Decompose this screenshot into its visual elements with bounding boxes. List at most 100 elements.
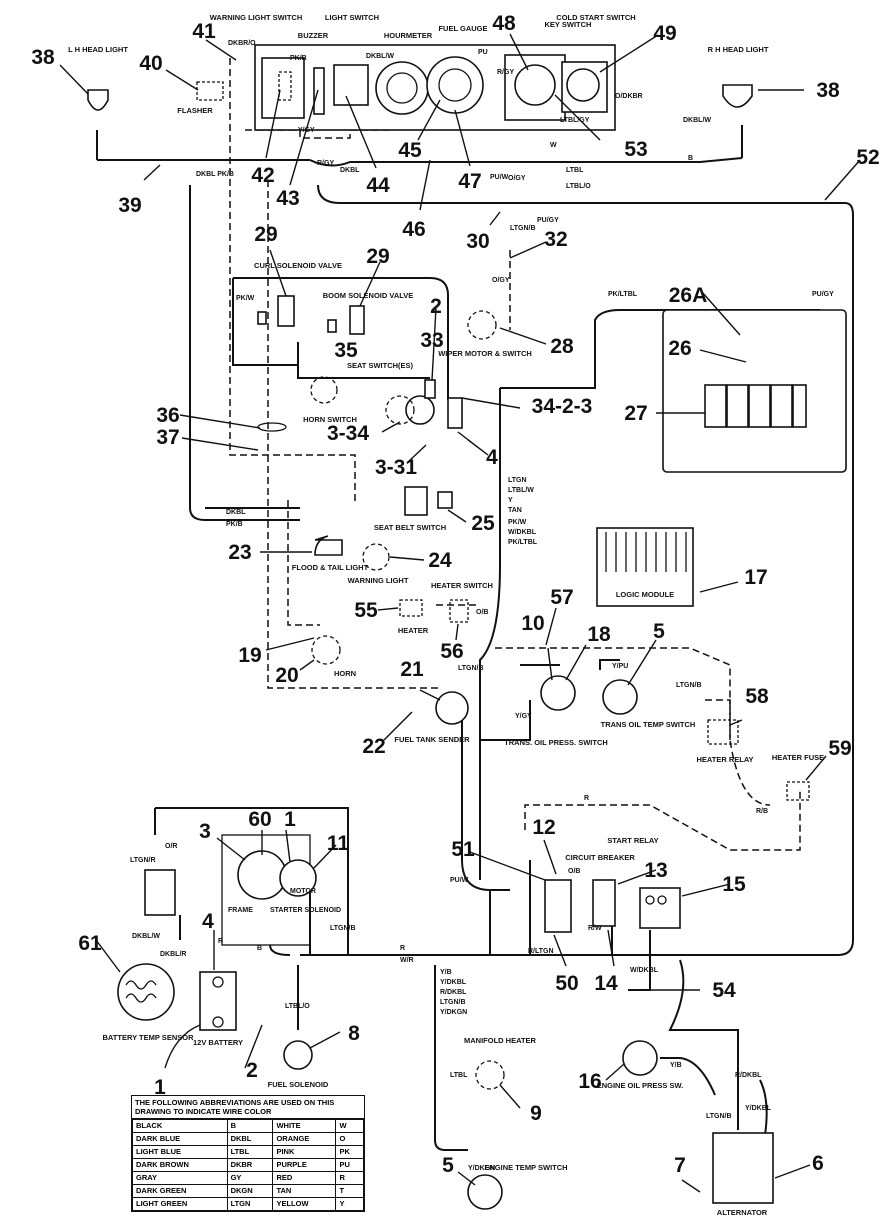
fuel-solenoid-symbol	[283, 1040, 313, 1070]
legend-abbr: DKBR	[226, 1158, 274, 1172]
callout-number: 53	[624, 138, 647, 161]
callout-number: 30	[466, 230, 489, 253]
callout-number: 18	[587, 623, 611, 646]
wire-code: LTBL	[450, 1072, 468, 1079]
callout-number: 29	[254, 223, 277, 246]
legend-color: YELLOW	[272, 1197, 337, 1211]
wire-code: R/LTGN	[528, 948, 554, 955]
heater-relay-symbol	[707, 719, 739, 745]
callout-number: 39	[118, 194, 141, 217]
legend-color: TAN	[272, 1184, 337, 1198]
callout-number: 5	[442, 1154, 454, 1177]
legend-abbr: DKBL	[226, 1132, 274, 1146]
callout-number: 26A	[669, 284, 708, 307]
component-label: HOURMETER	[384, 31, 433, 40]
wire-code: LTGN/B	[330, 925, 356, 932]
callout-number: 60	[248, 808, 271, 831]
wire-code: O/DKBR	[615, 93, 643, 100]
wire-code: DKBR/O	[228, 40, 256, 47]
callout-number: 40	[139, 52, 162, 75]
callout-number: 24	[428, 549, 452, 572]
wire-color-legend: THE FOLLOWING ABBREVIATIONS ARE USED ON …	[131, 1095, 365, 1212]
wire-code: PK/W	[236, 295, 255, 302]
wire-code: DKBL/R	[160, 951, 186, 958]
wire-code: W/R	[400, 957, 414, 964]
wiper-motor-symbol	[467, 310, 497, 340]
wire-code: PU	[478, 49, 488, 56]
wire-code: R/B	[756, 808, 768, 815]
callout-number: 50	[555, 972, 578, 995]
manifold-heater-symbol	[475, 1060, 505, 1090]
callout-number: 34-2-3	[532, 395, 593, 418]
callout-number: 25	[471, 512, 495, 535]
component-label: HEATER FUSE	[772, 753, 824, 762]
component-label: FLOOD & TAIL LIGHT	[292, 563, 369, 572]
legend-color: DARK BLUE	[132, 1132, 228, 1146]
horn-symbol	[311, 635, 341, 665]
wire-code: O/GY	[492, 277, 510, 284]
wire-code: R/GY	[497, 69, 514, 76]
callout-number: 36	[156, 404, 179, 427]
callout-number: 7	[674, 1154, 686, 1177]
fuel-tank-sender-symbol	[435, 691, 469, 725]
callout-number: 3-34	[327, 422, 369, 445]
wire-code: W	[550, 142, 557, 149]
wire-code: LTBL/O	[566, 183, 591, 190]
callout-number: 49	[653, 22, 676, 45]
legend-row: BLACK B WHITE W	[132, 1119, 364, 1133]
callout-number: 56	[440, 640, 463, 663]
alternator-symbol	[712, 1132, 774, 1204]
component-label: WARNING LIGHT	[348, 576, 409, 585]
legend-row: GRAY GY RED R	[132, 1171, 364, 1185]
wire-code: LTGN/B	[458, 665, 484, 672]
wire-code: DKBL	[226, 509, 246, 516]
wire-code: Y/B	[440, 969, 452, 976]
wire-code: R	[218, 938, 223, 945]
callout-number: 55	[354, 599, 378, 622]
battery-temp-sensor-connector	[144, 869, 176, 916]
callout-number: 35	[334, 339, 358, 362]
wire-code: FRAME	[228, 907, 253, 914]
component-label: HORN	[334, 669, 356, 678]
component-label: HEATER RELAY	[696, 755, 753, 764]
wire-code: B	[688, 155, 693, 162]
component-labels: L H HEAD LIGHT FLASHER WARNING LIGHT SWI…	[68, 13, 824, 1217]
wire-code: O/B	[568, 868, 580, 875]
legend-abbr: LTGN	[226, 1197, 274, 1211]
component-label: KEY SWITCH	[545, 20, 592, 29]
wire-code: W/DKBL	[630, 967, 659, 974]
legend-row: DARK GREEN DKGN TAN T	[132, 1184, 364, 1198]
callout-number: 3-31	[375, 456, 417, 479]
wire-code: LTGN	[508, 477, 527, 484]
leader-lines	[59, 33, 861, 1193]
callout-number: 4	[486, 446, 498, 469]
wire-code: MOTOR	[290, 888, 316, 895]
callout-number: 32	[544, 228, 567, 251]
callout-number: 52	[856, 146, 879, 169]
wire-code: LTGN/B	[510, 225, 536, 232]
heater-fuse-symbol	[786, 781, 810, 801]
wire-code: O/R	[165, 843, 177, 850]
seat-switch-symbol	[385, 379, 463, 429]
warning-light-symbol	[362, 543, 390, 571]
logic-module-label: LOGIC MODULE	[616, 590, 674, 599]
wire-code: DKBL	[340, 167, 360, 174]
legend-abbr: PK	[335, 1145, 364, 1159]
callout-number: 54	[712, 979, 736, 1002]
callout-number: 12	[532, 816, 555, 839]
legend-title: THE FOLLOWING ABBREVIATIONS ARE USED ON …	[132, 1096, 364, 1119]
wire-code: STARTER SOLENOID	[270, 907, 341, 914]
component-label: 12V BATTERY	[193, 1038, 243, 1047]
wire-code: PK/LTBL	[508, 539, 538, 546]
component-label: L H HEAD LIGHT	[68, 45, 128, 54]
component-label: FUEL GAUGE	[438, 24, 487, 33]
legend-color: BLACK	[132, 1119, 228, 1133]
wire-code: Y	[508, 497, 513, 504]
wire-code: PU/GY	[812, 291, 834, 298]
wire-code: LTBL	[566, 167, 584, 174]
callout-number: 20	[275, 664, 298, 687]
legend-color: DARK GREEN	[132, 1184, 228, 1198]
legend-abbr: GY	[226, 1171, 274, 1185]
wire-code: LTBL/O	[285, 1003, 310, 1010]
component-label: LIGHT SWITCH	[325, 13, 379, 22]
